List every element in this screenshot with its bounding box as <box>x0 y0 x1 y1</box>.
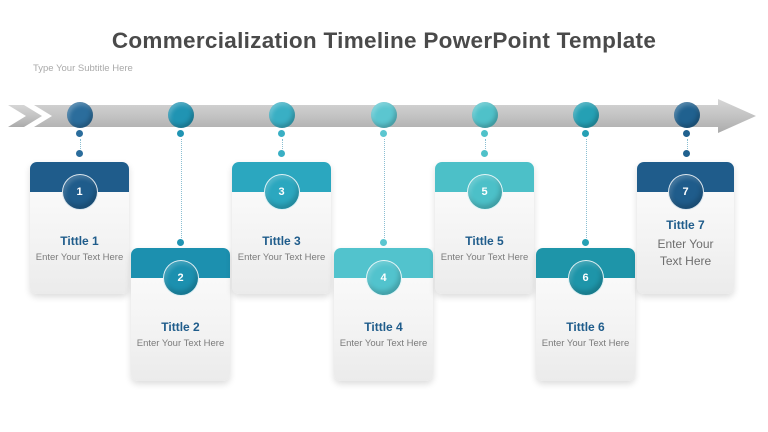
connector-dot <box>177 130 184 137</box>
card-body: Tittle 2 Enter Your Text Here <box>131 278 230 381</box>
card-title: Tittle 2 <box>161 320 200 334</box>
card-number-badge: 2 <box>162 260 199 296</box>
timeline-node-2 <box>168 102 194 128</box>
card-number-badge: 6 <box>567 260 604 296</box>
card-body: Tittle 6 Enter Your Text Here <box>536 278 635 381</box>
card-number-badge: 5 <box>466 174 503 210</box>
slide-title: Commercialization Timeline PowerPoint Te… <box>111 28 657 53</box>
connector-dot <box>177 239 184 246</box>
timeline-card-7: 7 Tittle 7 Enter Your Text Here <box>637 162 734 294</box>
connector-dot <box>481 130 488 137</box>
card-number-badge: 3 <box>263 174 300 210</box>
timeline-node-6 <box>573 102 599 128</box>
connector-dot <box>380 130 387 137</box>
card-title: Tittle 1 <box>60 233 99 248</box>
connector-dot <box>278 130 285 137</box>
connector-line <box>181 139 182 238</box>
connector-dot <box>278 150 285 157</box>
connector-line <box>586 139 587 238</box>
card-number: 1 <box>76 186 83 198</box>
card-body: Tittle 5 Enter Your Text Here <box>435 192 534 294</box>
card-text: Enter Your Text Here <box>136 338 225 349</box>
card-body: Tittle 4 Enter Your Text Here <box>334 278 433 381</box>
timeline-node-1 <box>67 102 93 128</box>
timeline-card-4: 4 Tittle 4 Enter Your Text Here <box>334 248 433 381</box>
card-number-badge: 1 <box>61 174 98 210</box>
card-number-badge: 7 <box>667 174 704 210</box>
card-text: Enter Your Text Here <box>35 251 124 263</box>
connector-dot <box>683 150 690 157</box>
card-body: Tittle 1 Enter Your Text Here <box>30 192 129 294</box>
timeline-card-3: 3 Tittle 3 Enter Your Text Here <box>232 162 331 294</box>
connector-dot <box>76 150 83 157</box>
connector-line <box>384 139 385 238</box>
card-text: Enter Your Text Here <box>237 251 326 263</box>
card-text: Enter Your Text Here <box>440 251 529 263</box>
card-text: Enter Your Text Here <box>657 237 714 268</box>
card-number: 2 <box>177 272 184 284</box>
card-title: Tittle 6 <box>566 320 605 334</box>
card-title: Tittle 5 <box>465 233 504 248</box>
card-text: Enter Your Text Here <box>339 338 428 349</box>
card-title: Tittle 7 <box>666 218 705 233</box>
timeline-card-6: 6 Tittle 6 Enter Your Text Here <box>536 248 635 381</box>
timeline-node-5 <box>472 102 498 128</box>
timeline-node-3 <box>269 102 295 128</box>
slide-subtitle: Type Your Subtitle Here <box>33 63 133 74</box>
connector-dot <box>582 239 589 246</box>
timeline-card-1: 1 Tittle 1 Enter Your Text Here <box>30 162 129 294</box>
connector-dot <box>380 239 387 246</box>
connector-line <box>485 139 486 149</box>
card-body: Tittle 7 Enter Your Text Here <box>637 192 734 294</box>
card-number-badge: 4 <box>365 260 402 296</box>
connector-dot <box>582 130 589 137</box>
connector-dot <box>683 130 690 137</box>
timeline-node-4 <box>371 102 397 128</box>
connector-dot <box>76 130 83 137</box>
timeline-card-2: 2 Tittle 2 Enter Your Text Here <box>131 248 230 381</box>
connector-line <box>282 139 283 149</box>
card-number: 5 <box>481 186 488 198</box>
arrow-chevron-notch <box>8 105 42 127</box>
timeline-card-5: 5 Tittle 5 Enter Your Text Here <box>435 162 534 294</box>
card-number: 6 <box>582 272 589 284</box>
timeline-node-7 <box>674 102 700 128</box>
card-text: Enter Your Text Here <box>541 338 630 349</box>
card-body: Tittle 3 Enter Your Text Here <box>232 192 331 294</box>
card-title: Tittle 4 <box>364 320 403 334</box>
card-title: Tittle 3 <box>262 233 301 248</box>
card-number: 3 <box>278 186 285 198</box>
connector-dot <box>481 150 488 157</box>
card-number: 7 <box>682 186 689 198</box>
connector-line <box>80 139 81 149</box>
connector-line <box>687 139 688 149</box>
card-number: 4 <box>380 272 387 284</box>
